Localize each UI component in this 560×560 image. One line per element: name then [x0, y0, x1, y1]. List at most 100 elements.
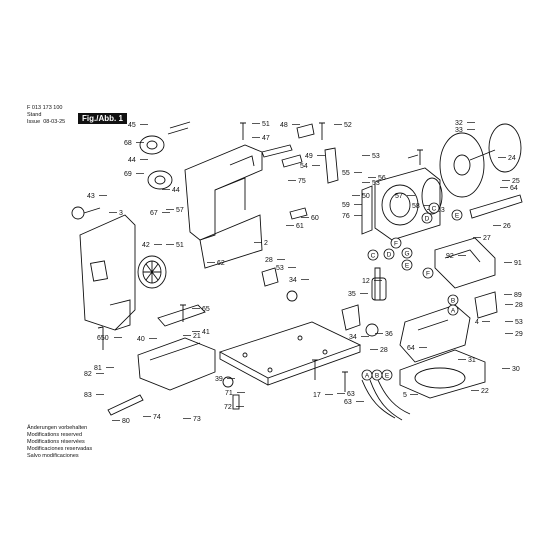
part-number: 91	[514, 260, 522, 267]
callout-54: 54	[300, 163, 320, 170]
part-number: 34	[289, 277, 297, 284]
connector-circle	[428, 202, 440, 214]
note-line: Modifications reserved	[27, 432, 83, 438]
callout-72: 72	[224, 404, 244, 411]
part-number: 35	[348, 291, 356, 298]
callout-81: 81	[94, 365, 114, 372]
callout-51: 51	[166, 242, 184, 249]
part-number: 2	[264, 240, 268, 247]
callout-51: 51	[252, 121, 270, 128]
part-number: 74	[153, 414, 161, 421]
callout-56: 56	[368, 175, 386, 182]
connector-E: E	[381, 369, 393, 381]
part-number: 69	[124, 171, 132, 178]
callout-34: 34	[349, 334, 369, 341]
callout-67: 67	[150, 210, 170, 217]
stand-label: Stand	[27, 112, 42, 118]
part-number: 17	[313, 392, 321, 399]
part-number: 26	[503, 223, 511, 230]
part-number: 59	[342, 202, 350, 209]
part-number: 47	[262, 135, 270, 142]
callout-64: 64	[407, 345, 427, 352]
part-drawings	[71, 121, 523, 421]
callout-74: 74	[143, 414, 161, 421]
connector-letter: E	[405, 262, 410, 269]
part-number: 57	[176, 207, 184, 214]
connector-circle	[401, 259, 413, 271]
connector-circle	[422, 267, 434, 279]
callout-27: 27	[473, 235, 491, 242]
callout-73: 73	[183, 416, 201, 423]
connector-letter: C	[432, 205, 437, 212]
callout-53: 53	[276, 265, 296, 272]
note-line: Änderungen vorbehalten	[27, 425, 88, 431]
callout-92: 92	[446, 253, 466, 260]
callout-45: 45	[128, 122, 148, 129]
part-number: 80	[122, 418, 130, 425]
part-number: 67	[150, 210, 158, 217]
part-number: 49	[305, 153, 313, 160]
callout-28: 28	[370, 347, 388, 354]
part-number: 40	[137, 336, 145, 343]
callout-89: 89	[504, 292, 522, 299]
part-number: 3	[119, 210, 123, 217]
part-number: 83	[84, 392, 92, 399]
callout-43: 43	[87, 193, 107, 200]
callout-76: 76	[342, 213, 362, 220]
part-number: 44	[128, 157, 136, 164]
callout-33: 33	[455, 127, 475, 134]
part-number: 4	[475, 319, 479, 326]
callout-31: 31	[458, 357, 476, 364]
connector-circle	[447, 304, 459, 316]
callout-63: 63	[337, 391, 355, 398]
part-number: 68	[124, 140, 132, 147]
part-number: 33	[455, 127, 463, 134]
callout-49: 49	[305, 153, 325, 160]
callout-3: 3	[109, 210, 123, 217]
part-number: 57	[395, 193, 403, 200]
connector-letter: B	[375, 372, 379, 379]
part-number: 36	[385, 331, 393, 338]
part-number: 51	[176, 242, 184, 249]
part-number: 61	[296, 223, 304, 230]
part-number: 76	[342, 213, 350, 220]
connector-B: B	[371, 369, 383, 381]
connector-letter: F	[394, 240, 398, 247]
callout-75: 75	[288, 178, 306, 185]
connector-letter: B	[451, 297, 455, 304]
part-number: 21	[193, 333, 201, 340]
part-number: 29	[515, 331, 523, 338]
part-number: 43	[87, 193, 95, 200]
connector-G: G	[401, 247, 413, 259]
part-number: 63	[347, 391, 355, 398]
part-number: 56	[378, 175, 386, 182]
part-number: 75	[298, 178, 306, 185]
callout-83: 83	[84, 392, 104, 399]
callout-44: 44	[162, 187, 180, 194]
modification-notes: Änderungen vorbehalten Modifications res…	[27, 425, 92, 460]
connector-letter: D	[425, 215, 430, 222]
figure-label: Fig./Abb. 1	[78, 113, 127, 124]
connector-D: D	[421, 212, 433, 224]
callout-71: 71	[225, 390, 245, 397]
callout-32: 32	[455, 120, 475, 127]
connector-letter: A	[365, 372, 370, 379]
part-number: 54	[300, 163, 308, 170]
part-number: 71	[225, 390, 233, 397]
callout-59: 59	[342, 202, 362, 209]
part-number: 22	[481, 388, 489, 395]
callout-25: 25	[502, 178, 520, 185]
callout-63: 63	[344, 399, 364, 406]
part-number: 65	[202, 306, 210, 313]
doc-number: F 013 173 100	[27, 105, 63, 111]
connector-letter: E	[385, 372, 390, 379]
part-number: 82	[84, 371, 92, 378]
part-number: 31	[468, 357, 476, 364]
note-line: Salvo modificaciones	[27, 453, 79, 459]
part-number: 62	[217, 260, 225, 267]
callout-61: 61	[286, 223, 304, 230]
callout-39: 39	[215, 376, 235, 383]
part-number: 64	[407, 345, 415, 352]
